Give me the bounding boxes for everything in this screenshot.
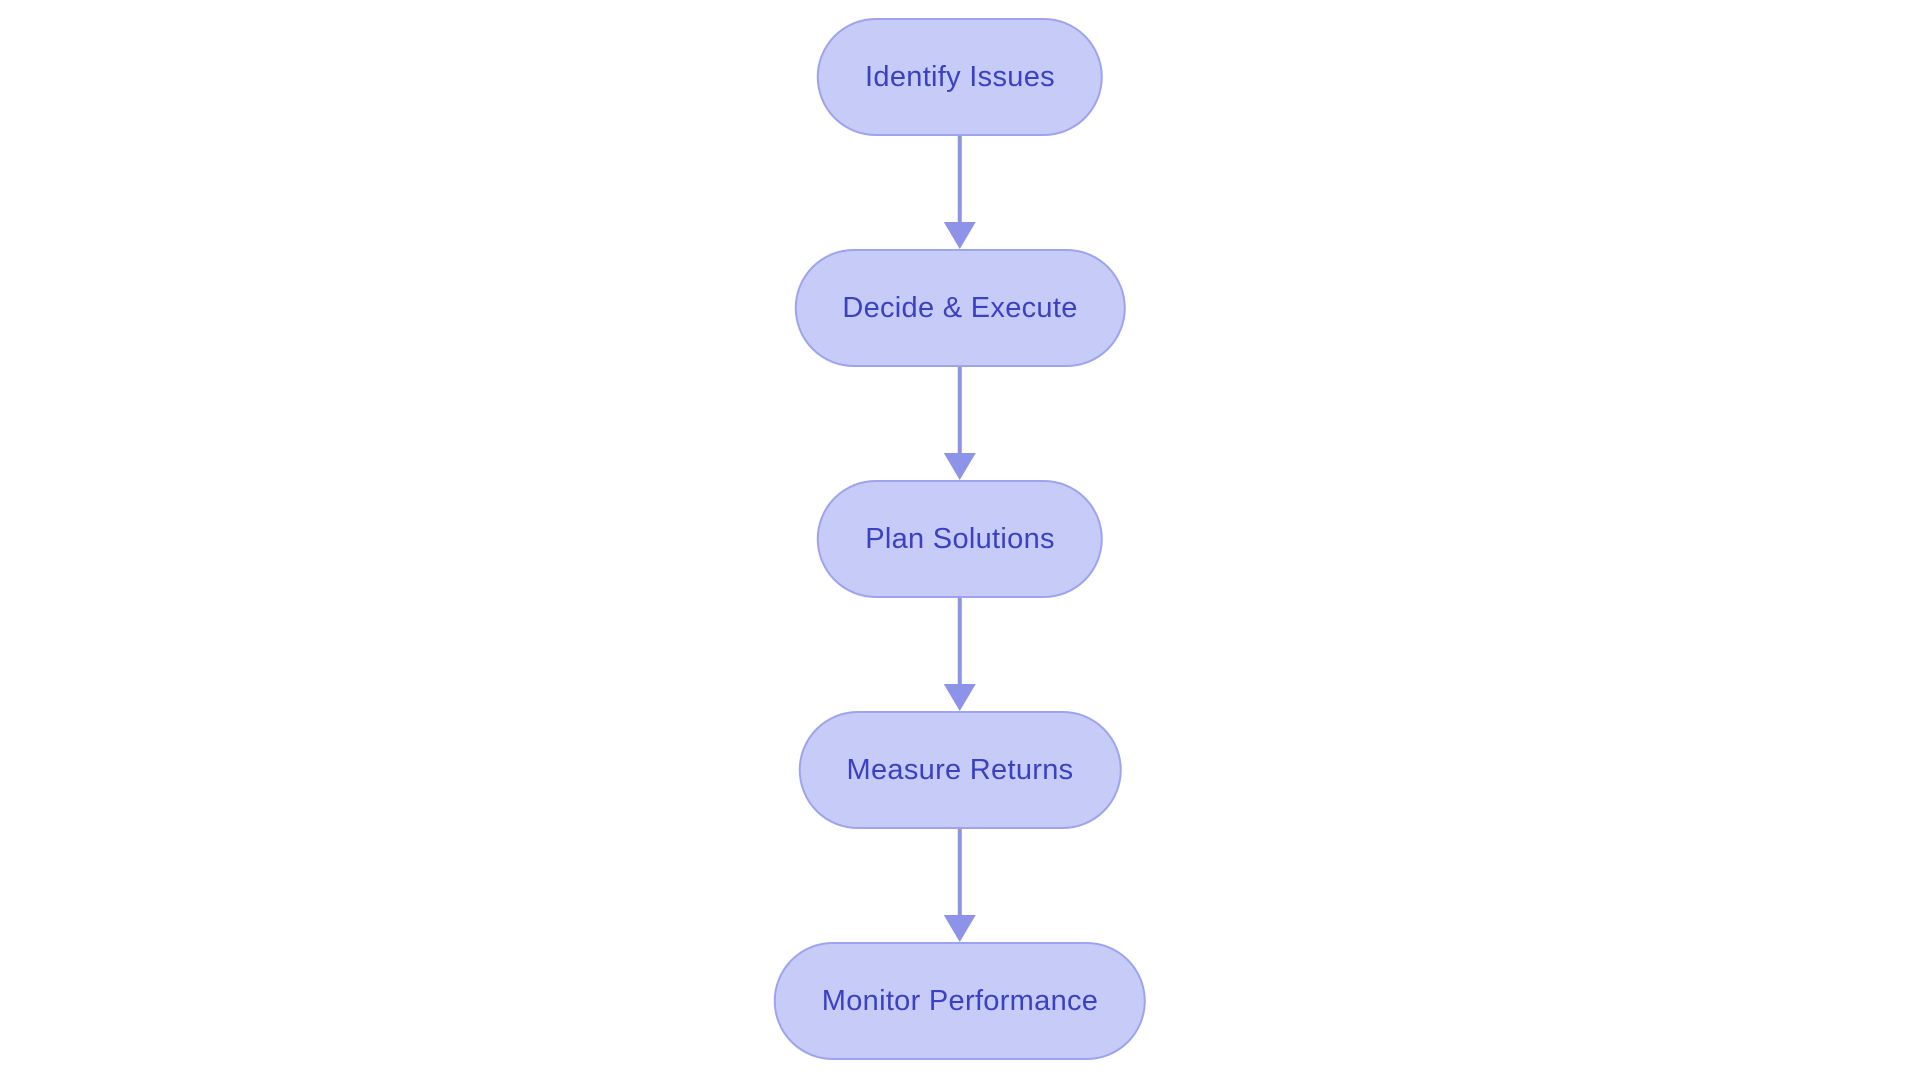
arrowhead-down-icon xyxy=(943,684,976,711)
arrowhead-down-icon xyxy=(943,222,976,249)
flow-arrow-measure-returns-to-monitor-performance xyxy=(942,829,978,942)
flow-arrow-plan-solutions-to-measure-returns xyxy=(942,598,978,711)
flow-node-monitor-performance: Monitor Performance xyxy=(773,942,1147,1060)
arrow-shaft xyxy=(957,598,962,687)
flow-node-label: Decide & Execute xyxy=(842,291,1078,324)
arrowhead-down-icon xyxy=(943,915,976,942)
flow-node-plan-solutions: Plan Solutions xyxy=(817,480,1103,598)
flow-node-label: Plan Solutions xyxy=(865,522,1055,555)
flowchart: Identify Issues Decide & Execute Plan So… xyxy=(773,18,1147,1060)
flow-node-label: Identify Issues xyxy=(865,60,1055,93)
arrow-shaft xyxy=(957,136,962,225)
flow-node-label: Monitor Performance xyxy=(821,984,1099,1017)
flow-node-decide-execute: Decide & Execute xyxy=(794,249,1126,367)
flow-arrow-decide-execute-to-plan-solutions xyxy=(942,367,978,480)
arrow-shaft xyxy=(957,829,962,918)
flow-arrow-identify-issues-to-decide-execute xyxy=(942,136,978,249)
flow-node-label: Measure Returns xyxy=(846,753,1074,786)
flow-node-measure-returns: Measure Returns xyxy=(798,711,1122,829)
flow-node-identify-issues: Identify Issues xyxy=(817,18,1103,136)
arrowhead-down-icon xyxy=(943,453,976,480)
arrow-shaft xyxy=(957,367,962,456)
